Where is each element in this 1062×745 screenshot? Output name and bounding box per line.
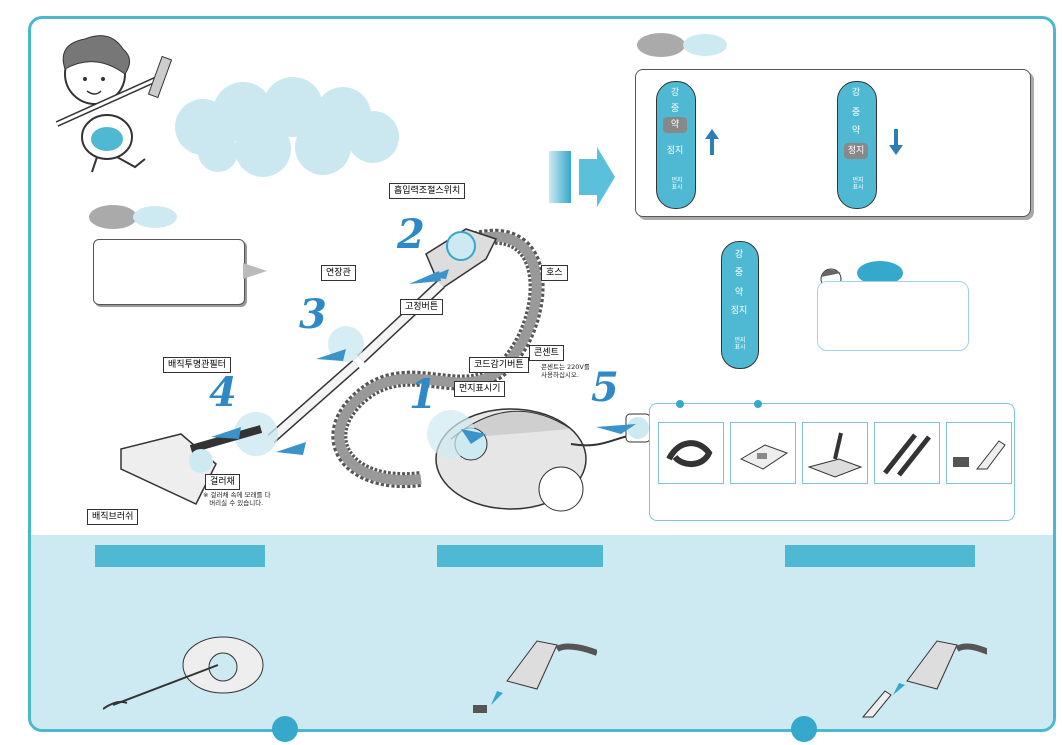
callout-box bbox=[93, 239, 245, 305]
remote2-dust-button[interactable]: 먼지 표시 bbox=[852, 177, 864, 191]
remote3-low-button[interactable]: 약 bbox=[734, 288, 744, 298]
remote3-stop-button[interactable]: 정지 bbox=[730, 306, 748, 316]
page-frame: 2 3 4 1 5 흡입력조절스위치 연장관 호스 고정버튼 배직투명관필터 코… bbox=[28, 16, 1056, 732]
cleaning-girl-illustration bbox=[55, 35, 173, 173]
page-marker-2 bbox=[791, 716, 817, 742]
label-lock-button: 고정버튼 bbox=[400, 299, 444, 315]
accessory-box-nozzles bbox=[946, 422, 1012, 484]
remote2-stop-button[interactable]: 정지 bbox=[844, 143, 868, 159]
speech-cloud bbox=[175, 77, 399, 177]
collector-note: ※ 걸러채 속에 모래를 다 버리실 수 있습니다. bbox=[203, 491, 271, 507]
remote2-mid-button[interactable]: 중 bbox=[851, 108, 861, 118]
remote1-dust-button[interactable]: 먼지 표시 bbox=[671, 177, 683, 191]
label-brush: 배직브러쉬 bbox=[87, 509, 139, 525]
accessory-box-brush bbox=[802, 422, 868, 484]
outlet-note: 콘센트는 220V를 사용하십시오. bbox=[541, 363, 590, 379]
big-right-arrow-icon bbox=[549, 147, 615, 207]
accessory-box-filter bbox=[730, 422, 796, 484]
label-dust-filter: 배직투명관필터 bbox=[163, 357, 231, 373]
step-5-number: 5 bbox=[591, 364, 619, 411]
up-arrow-icon bbox=[705, 129, 719, 155]
section-bar-3 bbox=[785, 545, 975, 567]
remote1-high-button[interactable]: 강 bbox=[670, 88, 680, 98]
vacuum-assembly-illustration bbox=[120, 228, 651, 512]
label-collector: 걸러채 bbox=[205, 474, 240, 490]
label-cord-button: 코드감기버튼 bbox=[469, 357, 529, 373]
handle-nozzle-illustration bbox=[861, 640, 987, 718]
remote1-mid-button[interactable]: 중 bbox=[670, 104, 680, 114]
remote2-high-button[interactable]: 강 bbox=[851, 88, 861, 98]
page-marker-1 bbox=[272, 716, 298, 742]
accessory-box-hose bbox=[658, 422, 724, 484]
label-hose: 호스 bbox=[541, 265, 568, 281]
remote-control-1 bbox=[656, 81, 696, 209]
maintenance-band bbox=[31, 535, 1053, 729]
accessory-dot-1 bbox=[676, 400, 684, 408]
label-dust-indicator: 먼지표시기 bbox=[454, 381, 506, 397]
remote2-low-button[interactable]: 약 bbox=[851, 126, 861, 136]
remote1-stop-button[interactable]: 정지 bbox=[666, 146, 684, 156]
header-ovals-left bbox=[89, 205, 177, 229]
tip-box bbox=[817, 281, 969, 351]
accessories-panel bbox=[649, 400, 1015, 521]
header-ovals-right bbox=[637, 33, 727, 57]
step-1-number: 1 bbox=[409, 371, 437, 418]
step-3-number: 3 bbox=[299, 291, 327, 338]
remote3-high-button[interactable]: 강 bbox=[734, 250, 744, 260]
remote1-low-button[interactable]: 약 bbox=[663, 117, 687, 133]
down-arrow-icon bbox=[889, 129, 903, 155]
cleaning-body-illustration bbox=[103, 636, 264, 710]
label-power-switch: 흡입력조절스위치 bbox=[389, 183, 466, 199]
section-bar-2 bbox=[437, 545, 603, 567]
label-extension-pipe: 연장관 bbox=[321, 265, 356, 281]
step-2-number: 2 bbox=[397, 211, 425, 258]
label-outlet: 콘센트 bbox=[529, 345, 564, 361]
remote3-dust-button[interactable]: 먼지 표시 bbox=[734, 337, 746, 351]
handle-brush-illustration bbox=[473, 640, 597, 713]
accessory-dot-2 bbox=[754, 400, 762, 408]
accessory-box-pipes bbox=[874, 422, 940, 484]
remote-control-3 bbox=[721, 241, 759, 369]
callout-pointer bbox=[243, 263, 267, 279]
remote-control-panel bbox=[635, 69, 1031, 217]
step-4-number: 4 bbox=[209, 369, 237, 416]
remote3-mid-button[interactable]: 중 bbox=[734, 268, 744, 278]
section-bar-1 bbox=[95, 545, 265, 567]
